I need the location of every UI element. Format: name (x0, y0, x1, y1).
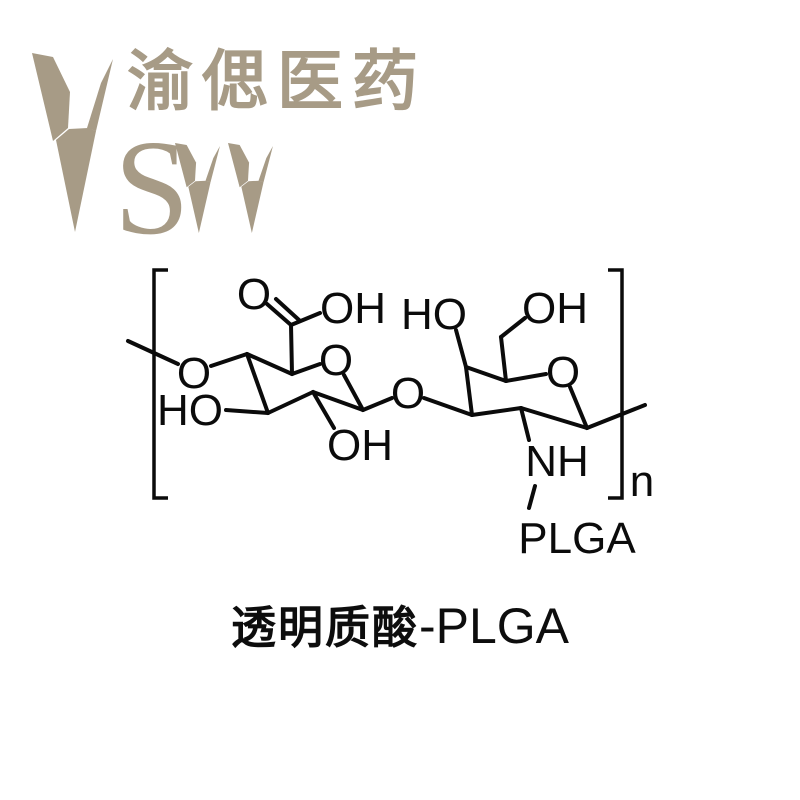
bond (499, 316, 527, 339)
bond (422, 396, 474, 417)
atom-label-O: O (177, 349, 211, 398)
atom-label-O: O (391, 369, 425, 418)
bond (245, 352, 294, 376)
bond (266, 390, 315, 415)
atom-label-PLGA: PLGA (518, 514, 636, 563)
bond (245, 352, 270, 415)
bond (454, 328, 468, 369)
atom-label-HO: HO (157, 386, 223, 435)
atom-label-OH: OH (522, 284, 588, 333)
atom-label-HO: HO (401, 290, 467, 339)
caption-chinese: 透明质酸 (230, 603, 419, 653)
bond (568, 385, 589, 430)
bond (464, 365, 474, 417)
bond (311, 390, 336, 430)
bond (361, 396, 394, 412)
atom-label-n: n (630, 457, 654, 506)
bond (342, 373, 365, 412)
bond (470, 406, 523, 417)
bond (527, 484, 537, 510)
bond (585, 403, 647, 430)
atom-label-OH: OH (327, 421, 393, 470)
caption-suffix: -PLGA (418, 598, 570, 654)
bond (519, 406, 589, 430)
bond (504, 372, 548, 383)
bond (224, 408, 270, 415)
bond (499, 335, 508, 383)
bond (290, 362, 322, 376)
v-logo-icon: S (32, 53, 273, 250)
bond (209, 352, 249, 368)
atom-label-O: O (319, 336, 353, 385)
company-name-cn: 渝偲医药 (127, 46, 427, 119)
atom-label-OH: OH (320, 284, 386, 333)
atom-label-O: O (237, 270, 271, 319)
repeat-bracket (152, 268, 168, 500)
bond (274, 297, 301, 322)
product-caption: 透明质酸-PLGA (0, 591, 800, 656)
bond (464, 365, 508, 383)
repeat-bracket (608, 268, 624, 500)
bond (311, 390, 365, 412)
bond (519, 406, 531, 442)
bond (289, 311, 322, 327)
atom-label-O: O (546, 348, 580, 397)
bond (265, 302, 293, 327)
bond (289, 323, 294, 376)
atom-label-NH: NH (525, 437, 589, 486)
logo-letter-s: S (114, 113, 190, 250)
